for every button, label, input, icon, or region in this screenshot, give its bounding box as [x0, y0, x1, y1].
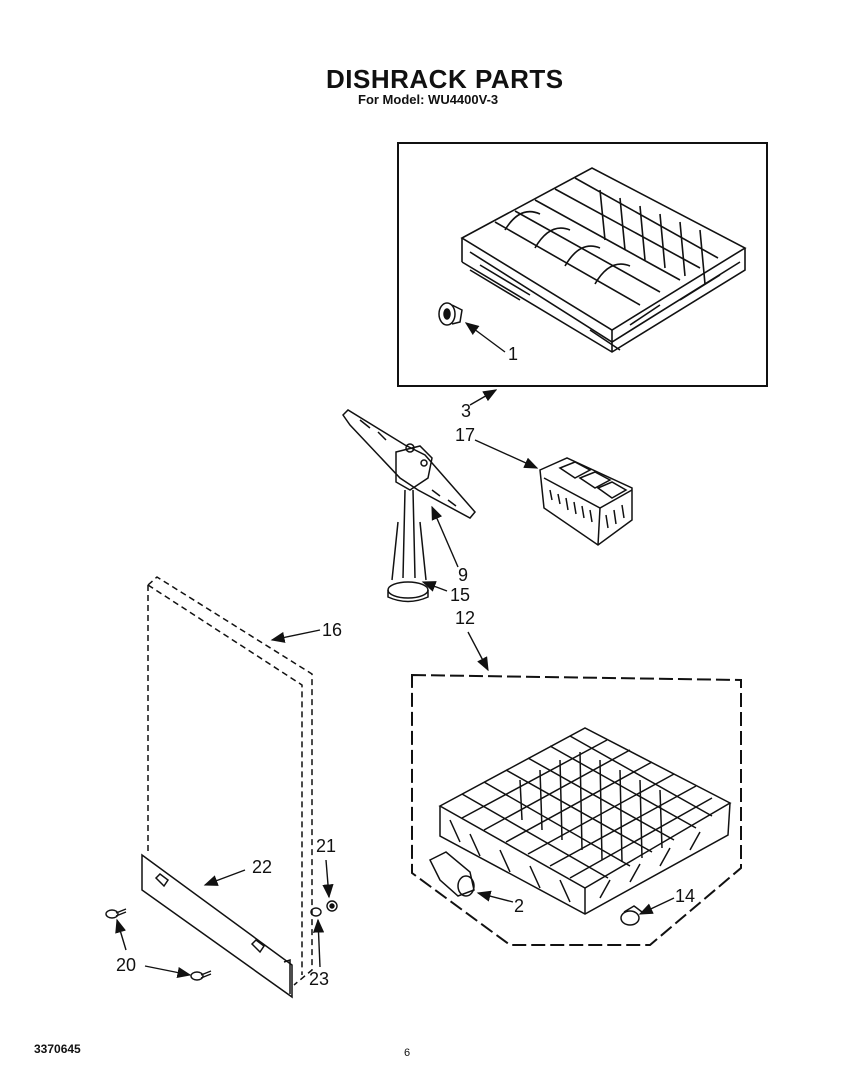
callout-22: 22: [252, 857, 273, 877]
callout-17: 17: [455, 425, 476, 445]
document-number: 3370645: [34, 1042, 81, 1056]
arrow-1: [464, 322, 506, 353]
arrow-9: [431, 505, 459, 568]
arrow-3: [469, 389, 498, 406]
callout-14: 14: [675, 886, 696, 906]
arrow-16: [270, 629, 321, 643]
feed-tube: [402, 489, 416, 579]
lower-roller-part: [428, 851, 475, 897]
arrow-15: [421, 581, 448, 592]
callout-23: 23: [309, 969, 330, 989]
callout-15: 15: [450, 585, 471, 605]
arrow-20b: [144, 965, 192, 979]
arrow-17: [474, 439, 539, 469]
model-subtitle: For Model: WU4400V-3: [358, 92, 499, 107]
callout-9: 9: [458, 565, 469, 585]
arrow-2: [476, 890, 514, 903]
door-panel: [147, 576, 313, 986]
arrow-14: [638, 897, 675, 915]
arrow-21: [322, 859, 334, 899]
callout-20: 20: [116, 955, 137, 975]
callout-16: 16: [322, 620, 343, 640]
tube-base: [387, 581, 429, 599]
callout-12: 12: [455, 608, 476, 628]
lower-rack-group: [411, 673, 742, 946]
stop-clip-part: [620, 905, 643, 926]
arrow-23: [312, 918, 325, 968]
lower-rack-frame: [411, 673, 742, 946]
upper-rack-frame: [397, 142, 768, 387]
upper-dishrack: [460, 167, 747, 353]
page-title: DISHRACK PARTS: [326, 64, 564, 94]
rack-roller-part: [438, 302, 463, 326]
callout-3: 3: [461, 401, 472, 421]
callout-2: 2: [514, 896, 525, 916]
callout-1: 1: [508, 344, 519, 364]
trim-strip: [141, 853, 293, 999]
silverware-basket: [539, 457, 633, 546]
upper-rack-group: [397, 142, 768, 387]
lower-dishrack: [438, 727, 732, 915]
arrow-22: [203, 869, 246, 886]
arrow-12: [467, 631, 489, 672]
arrow-20a: [115, 918, 127, 951]
callout-21: 21: [316, 836, 337, 856]
spray-arm: [342, 409, 476, 519]
page-number: 6: [404, 1047, 411, 1059]
